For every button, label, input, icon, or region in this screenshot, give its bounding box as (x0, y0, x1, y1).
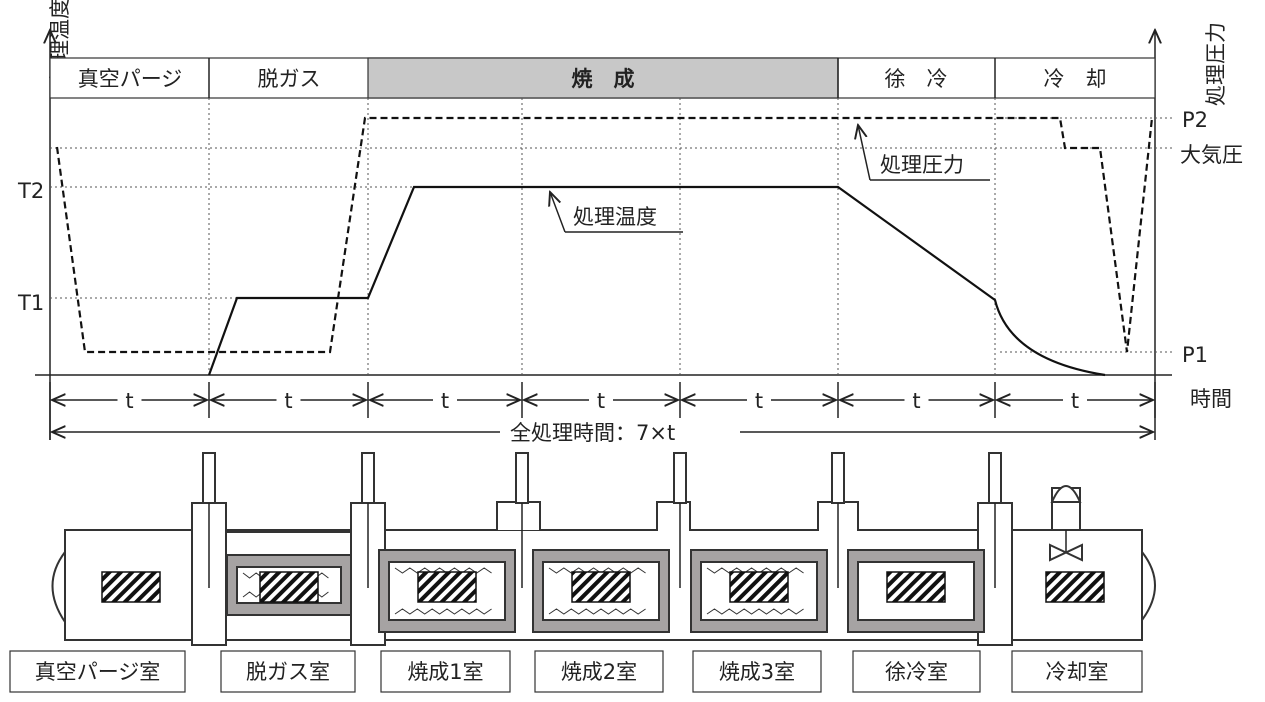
gate-valve-stem (988, 452, 1002, 504)
phase-cool: 冷 却 (1044, 67, 1107, 91)
chamber-label-box (852, 650, 981, 693)
heater-icon (548, 608, 646, 615)
chamber-label: 焼成1室 (407, 660, 483, 684)
guide-lines (50, 98, 1175, 375)
gate-valve-stem (515, 452, 529, 504)
p2-label: P2 (1182, 108, 1208, 132)
y-right-label: 処理圧力 (1204, 22, 1228, 106)
chamber-label: 脱ガス室 (246, 660, 330, 684)
chamber-label-box (9, 650, 186, 693)
time-step-label: t (755, 389, 763, 413)
chamber-label-box (1011, 650, 1143, 693)
chamber-label-box (380, 650, 511, 693)
time-step-label: t (597, 389, 605, 413)
t2-label: T2 (17, 179, 44, 203)
gate-valve-stem (673, 452, 687, 504)
equipment (51, 452, 1156, 646)
pressure-callout: 処理圧力 (880, 153, 964, 177)
time-step-label: t (125, 389, 133, 413)
pressure-curve (55, 116, 1154, 354)
chamber-label-box (220, 650, 356, 693)
pressure-leader (858, 125, 871, 181)
temperature-callout: 処理温度 (573, 205, 657, 229)
chamber-label: 真空パージ室 (35, 660, 161, 684)
t1-label: T1 (17, 291, 44, 315)
phase-degas: 脱ガス (258, 67, 321, 91)
atm-label: 大気圧 (1180, 143, 1243, 167)
phase-slow-cool: 徐 冷 (885, 67, 948, 91)
time-step-label: t (912, 389, 920, 413)
chamber-label-box (534, 650, 664, 693)
x-axis-label: 時間 (1190, 387, 1232, 411)
gate-valve-stem (202, 452, 216, 504)
time-step-label: t (284, 389, 292, 413)
phase-vacuum-purge: 真空パージ (78, 67, 183, 91)
heater-icon (394, 608, 492, 615)
workpiece (886, 571, 946, 603)
heater-icon (706, 608, 804, 615)
temperature-leader (550, 192, 566, 233)
chamber-label: 焼成3室 (719, 660, 795, 684)
chamber-label-box (692, 650, 822, 693)
time-step-label: t (441, 389, 449, 413)
gate-valve-stem (831, 452, 845, 504)
workpiece (571, 571, 631, 603)
total-time-label: 全処理時間：7×t (510, 421, 675, 445)
workpiece (259, 571, 319, 603)
phase-baking: 焼 成 (572, 67, 635, 91)
temperature-curve (207, 185, 1106, 377)
chamber-label: 焼成2室 (561, 660, 637, 684)
workpiece (417, 571, 477, 603)
time-step-label: t (1071, 389, 1079, 413)
chamber-label: 冷却室 (1046, 660, 1109, 684)
workpiece (729, 571, 789, 603)
phase-header: 真空パージ 脱ガス 焼 成 徐 冷 冷 却 (49, 57, 1156, 99)
chamber-label: 徐冷室 (885, 660, 948, 684)
gate-valve-stem (361, 452, 375, 504)
p1-label: P1 (1182, 343, 1208, 367)
